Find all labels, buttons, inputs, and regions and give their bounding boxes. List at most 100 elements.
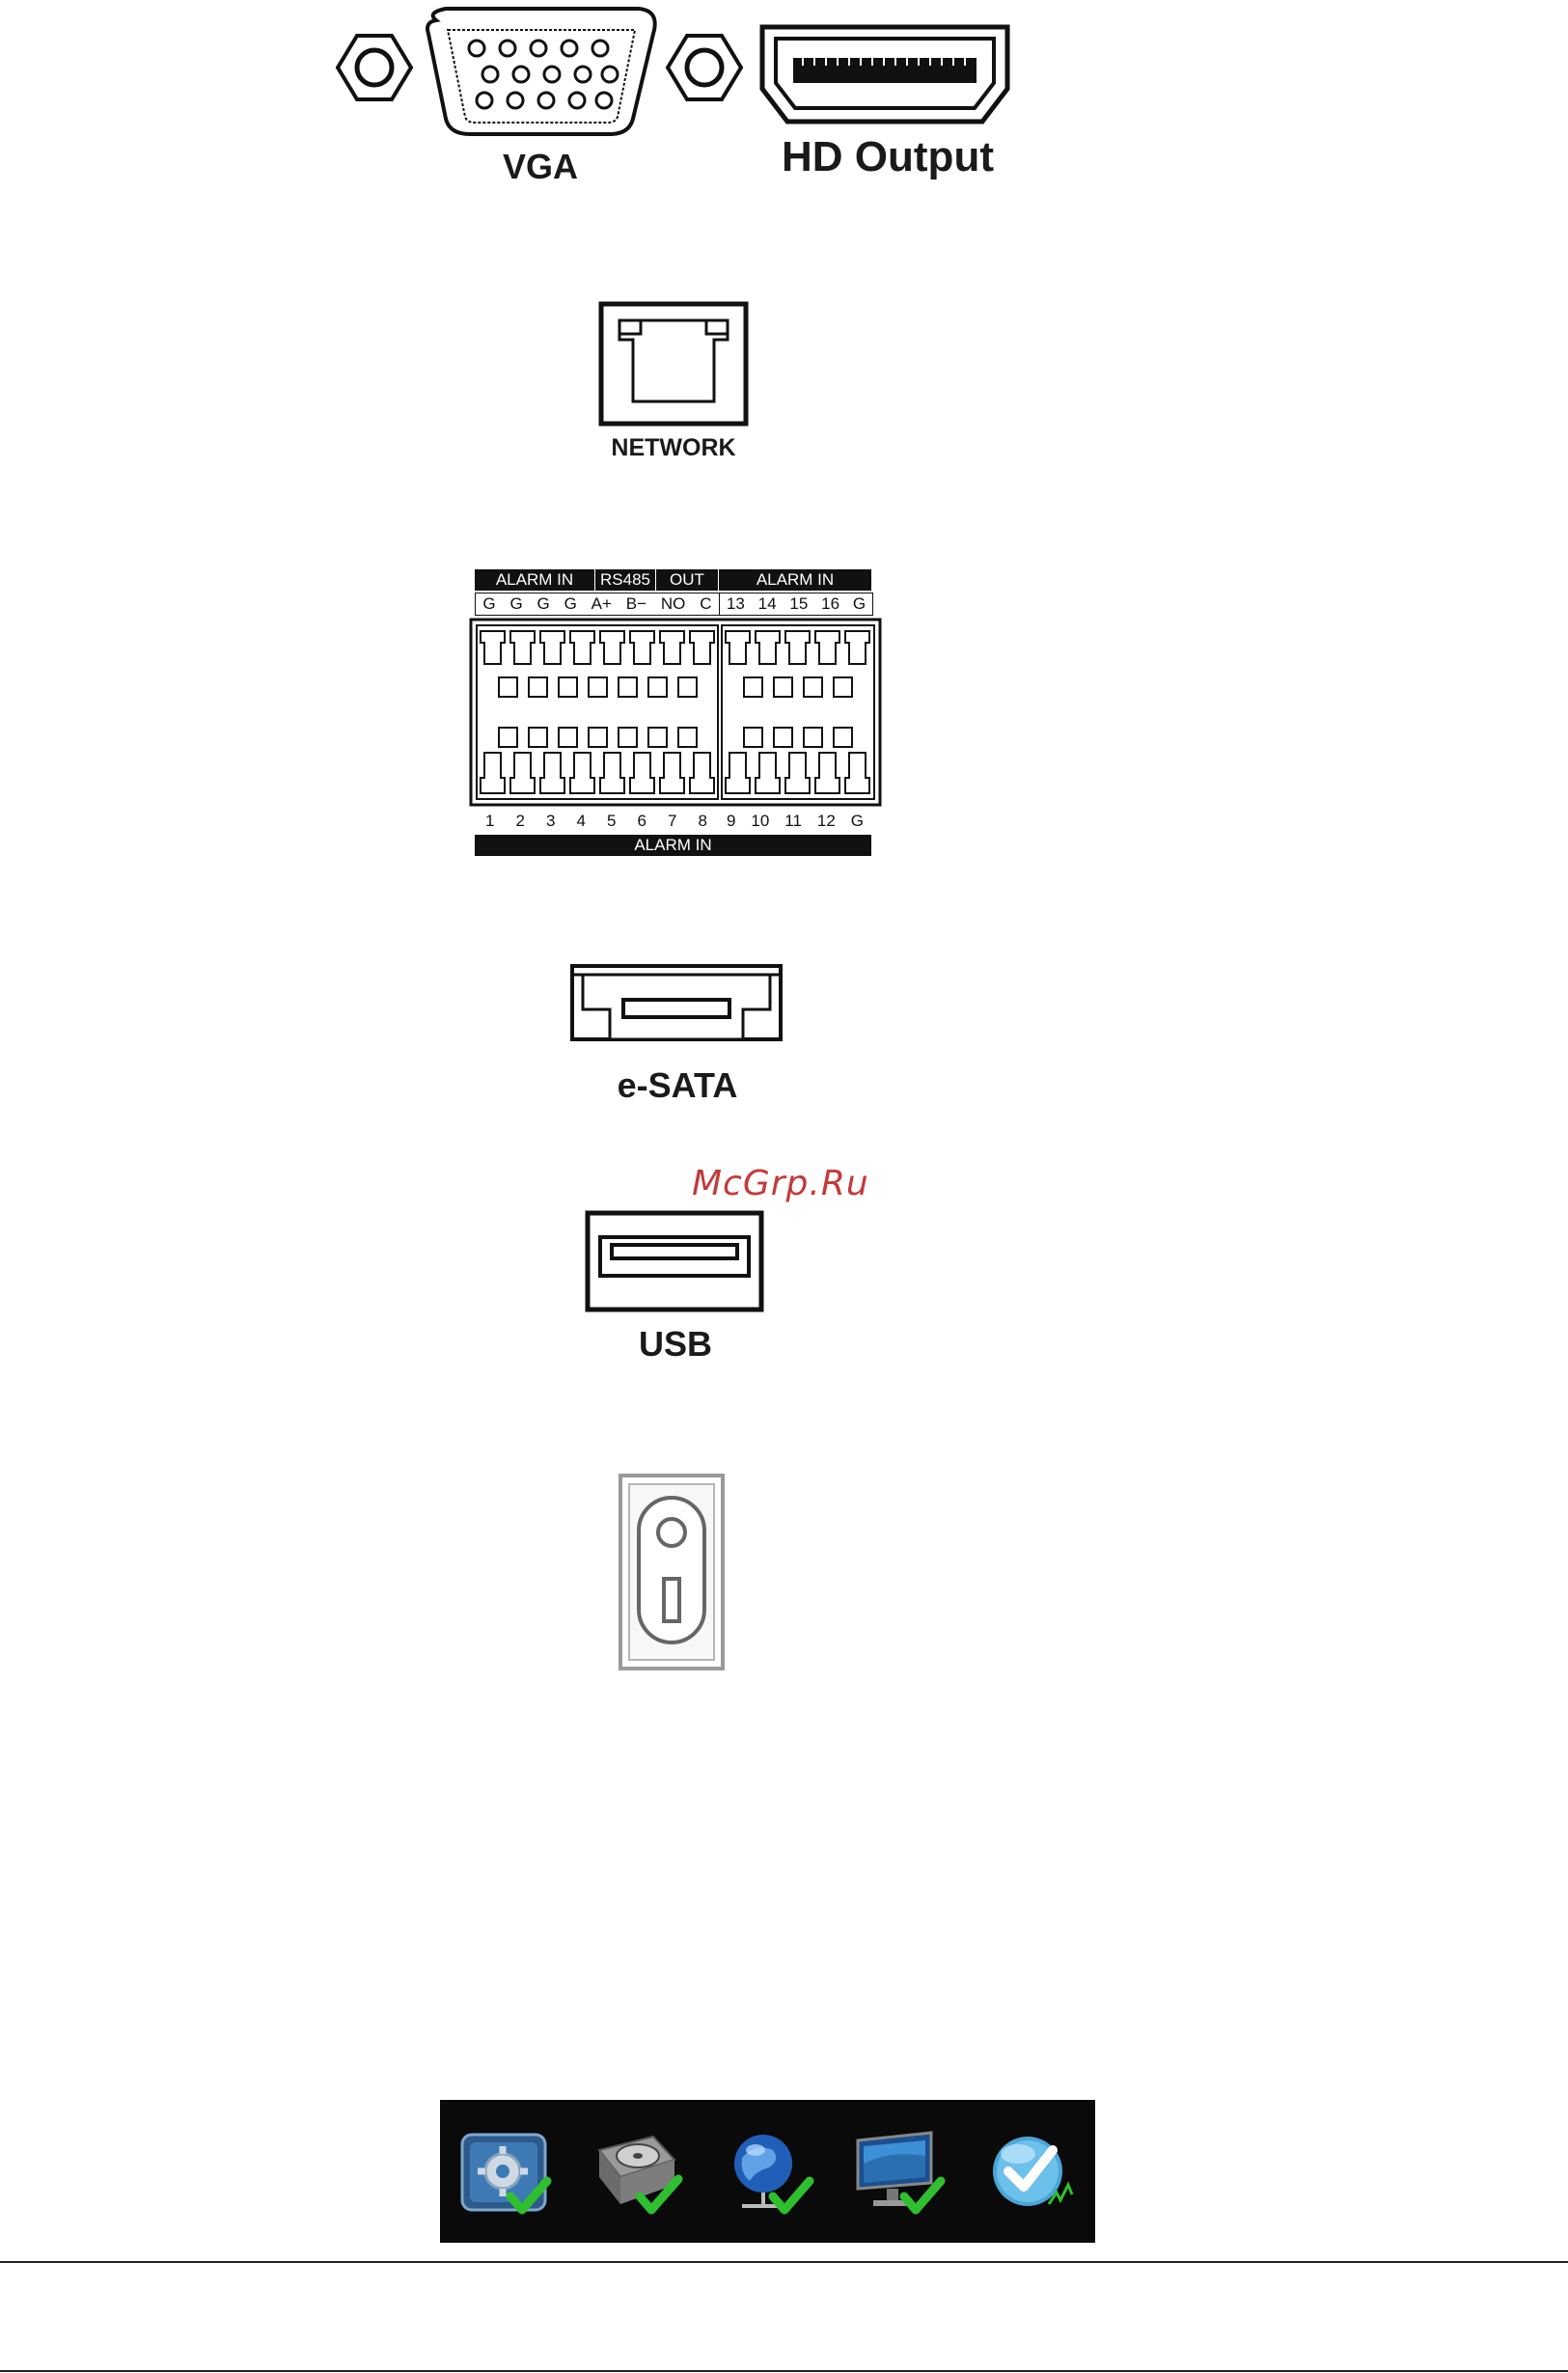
pin-label: 14 xyxy=(758,593,777,615)
terminal-clamp-top xyxy=(600,631,624,664)
terminal-screw-hole xyxy=(648,677,667,697)
pin-label: 7 xyxy=(668,811,676,832)
terminal-clamp-top xyxy=(481,631,505,664)
pin-label: B− xyxy=(626,593,646,615)
group-alarm-in-right: ALARM IN xyxy=(719,569,871,591)
pin-label: G xyxy=(851,811,864,832)
pin-label: 9 xyxy=(727,811,735,832)
terminal-clamp-top xyxy=(815,631,839,664)
terminal-screw-hole xyxy=(589,677,607,697)
status-taskbar xyxy=(440,2100,1095,2243)
pin-label: 4 xyxy=(577,811,586,832)
pin-label: 3 xyxy=(546,811,555,832)
pin-label: G xyxy=(853,593,866,615)
pin-label: 12 xyxy=(817,811,836,832)
terminal-clamp-bottom xyxy=(690,753,714,793)
terminal-screw-hole xyxy=(744,677,762,697)
terminal-screw-hole xyxy=(804,728,822,747)
terminal-clamp-top xyxy=(570,631,594,664)
terminal-clamp-top xyxy=(510,631,535,664)
power-switch-icon xyxy=(618,1473,726,1671)
terminal-clamp-bottom xyxy=(660,753,684,793)
pin-label: 1 xyxy=(485,811,494,832)
bottom-pin-row-right: 9 10 11 12 G xyxy=(719,811,871,832)
terminal-screw-hole xyxy=(648,728,667,747)
terminal-clamp-top xyxy=(630,631,654,664)
top-pin-row-left: G G G G A+ B− NO C xyxy=(475,593,720,616)
usb-label: USB xyxy=(598,1324,753,1365)
bottom-pin-row-left: 1 2 3 4 5 6 7 8 xyxy=(475,811,718,832)
group-alarm-in-left: ALARM IN xyxy=(475,569,594,591)
terminal-screw-hole xyxy=(744,728,762,747)
usb-port-icon xyxy=(585,1210,764,1312)
pin-label: 16 xyxy=(821,593,839,615)
page-divider-bottom xyxy=(0,2370,1568,2372)
terminal-screw-hole xyxy=(678,677,697,697)
settings-check-icon[interactable] xyxy=(454,2121,556,2222)
bottom-group-alarm-in: ALARM IN xyxy=(475,835,871,856)
terminal-clamp-bottom xyxy=(756,753,780,793)
pin-label: 5 xyxy=(607,811,616,832)
page-divider-top xyxy=(0,2261,1568,2263)
terminal-clamp-bottom xyxy=(815,753,839,793)
pin-label: NO xyxy=(661,593,686,615)
pin-label: 8 xyxy=(699,811,707,832)
pin-label: G xyxy=(564,593,577,615)
terminal-clamp-top xyxy=(540,631,564,664)
terminal-screw-hole xyxy=(804,677,822,697)
terminal-clamp-bottom xyxy=(845,753,869,793)
terminal-screw-hole xyxy=(589,728,607,747)
terminal-screw-hole xyxy=(678,728,697,747)
pin-label: 2 xyxy=(516,811,525,832)
watermark-text: McGrp.Ru xyxy=(692,1164,869,1203)
terminal-screw-hole xyxy=(834,677,852,697)
terminal-clamp-bottom xyxy=(481,753,505,793)
terminal-screw-hole xyxy=(559,677,577,697)
vga-connector-icon xyxy=(330,5,750,140)
hd-output-label: HD Output xyxy=(743,133,1032,181)
pin-label: 15 xyxy=(789,593,808,615)
terminal-screw-hole xyxy=(499,728,517,747)
pin-label: 11 xyxy=(784,811,802,832)
top-pin-row-right: 13 14 15 16 G xyxy=(719,593,873,616)
terminal-clamp-bottom xyxy=(785,753,810,793)
terminal-screw-hole xyxy=(619,728,637,747)
pin-label: G xyxy=(509,593,522,615)
terminal-screw-hole xyxy=(774,677,792,697)
network-port-icon xyxy=(598,301,749,427)
network-label: NETWORK xyxy=(579,434,768,462)
esata-port-icon xyxy=(569,963,784,1042)
system-check-icon[interactable] xyxy=(979,2121,1081,2222)
group-out: OUT xyxy=(656,569,718,591)
hdmi-connector-icon xyxy=(755,21,1015,127)
terminal-clamp-top xyxy=(726,631,750,664)
esata-label: e-SATA xyxy=(579,1065,776,1106)
group-rs485: RS485 xyxy=(595,569,655,591)
pin-label: G xyxy=(482,593,495,615)
network-globe-check-icon[interactable] xyxy=(717,2121,818,2222)
pin-label: C xyxy=(700,593,711,615)
hdd-check-icon[interactable] xyxy=(586,2121,687,2222)
terminal-clamp-bottom xyxy=(540,753,564,793)
terminal-clamp-bottom xyxy=(600,753,624,793)
terminal-screw-hole xyxy=(529,728,547,747)
terminal-clamp-top xyxy=(690,631,714,664)
terminal-clamp-top xyxy=(845,631,869,664)
terminal-screw-hole xyxy=(529,677,547,697)
pin-label: 10 xyxy=(751,811,769,832)
terminal-block-body xyxy=(469,618,882,807)
terminal-screw-hole xyxy=(834,728,852,747)
terminal-clamp-bottom xyxy=(570,753,594,793)
terminal-clamp-top xyxy=(660,631,684,664)
terminal-screw-hole xyxy=(559,728,577,747)
vga-label: VGA xyxy=(463,147,618,187)
terminal-clamp-bottom xyxy=(726,753,750,793)
monitor-check-icon[interactable] xyxy=(848,2121,949,2222)
pin-label: G xyxy=(537,593,550,615)
terminal-screw-hole xyxy=(774,728,792,747)
terminal-clamp-top xyxy=(756,631,780,664)
terminal-clamp-bottom xyxy=(510,753,535,793)
pin-label: 6 xyxy=(638,811,646,832)
terminal-clamp-top xyxy=(785,631,810,664)
pin-label: A+ xyxy=(591,593,612,615)
